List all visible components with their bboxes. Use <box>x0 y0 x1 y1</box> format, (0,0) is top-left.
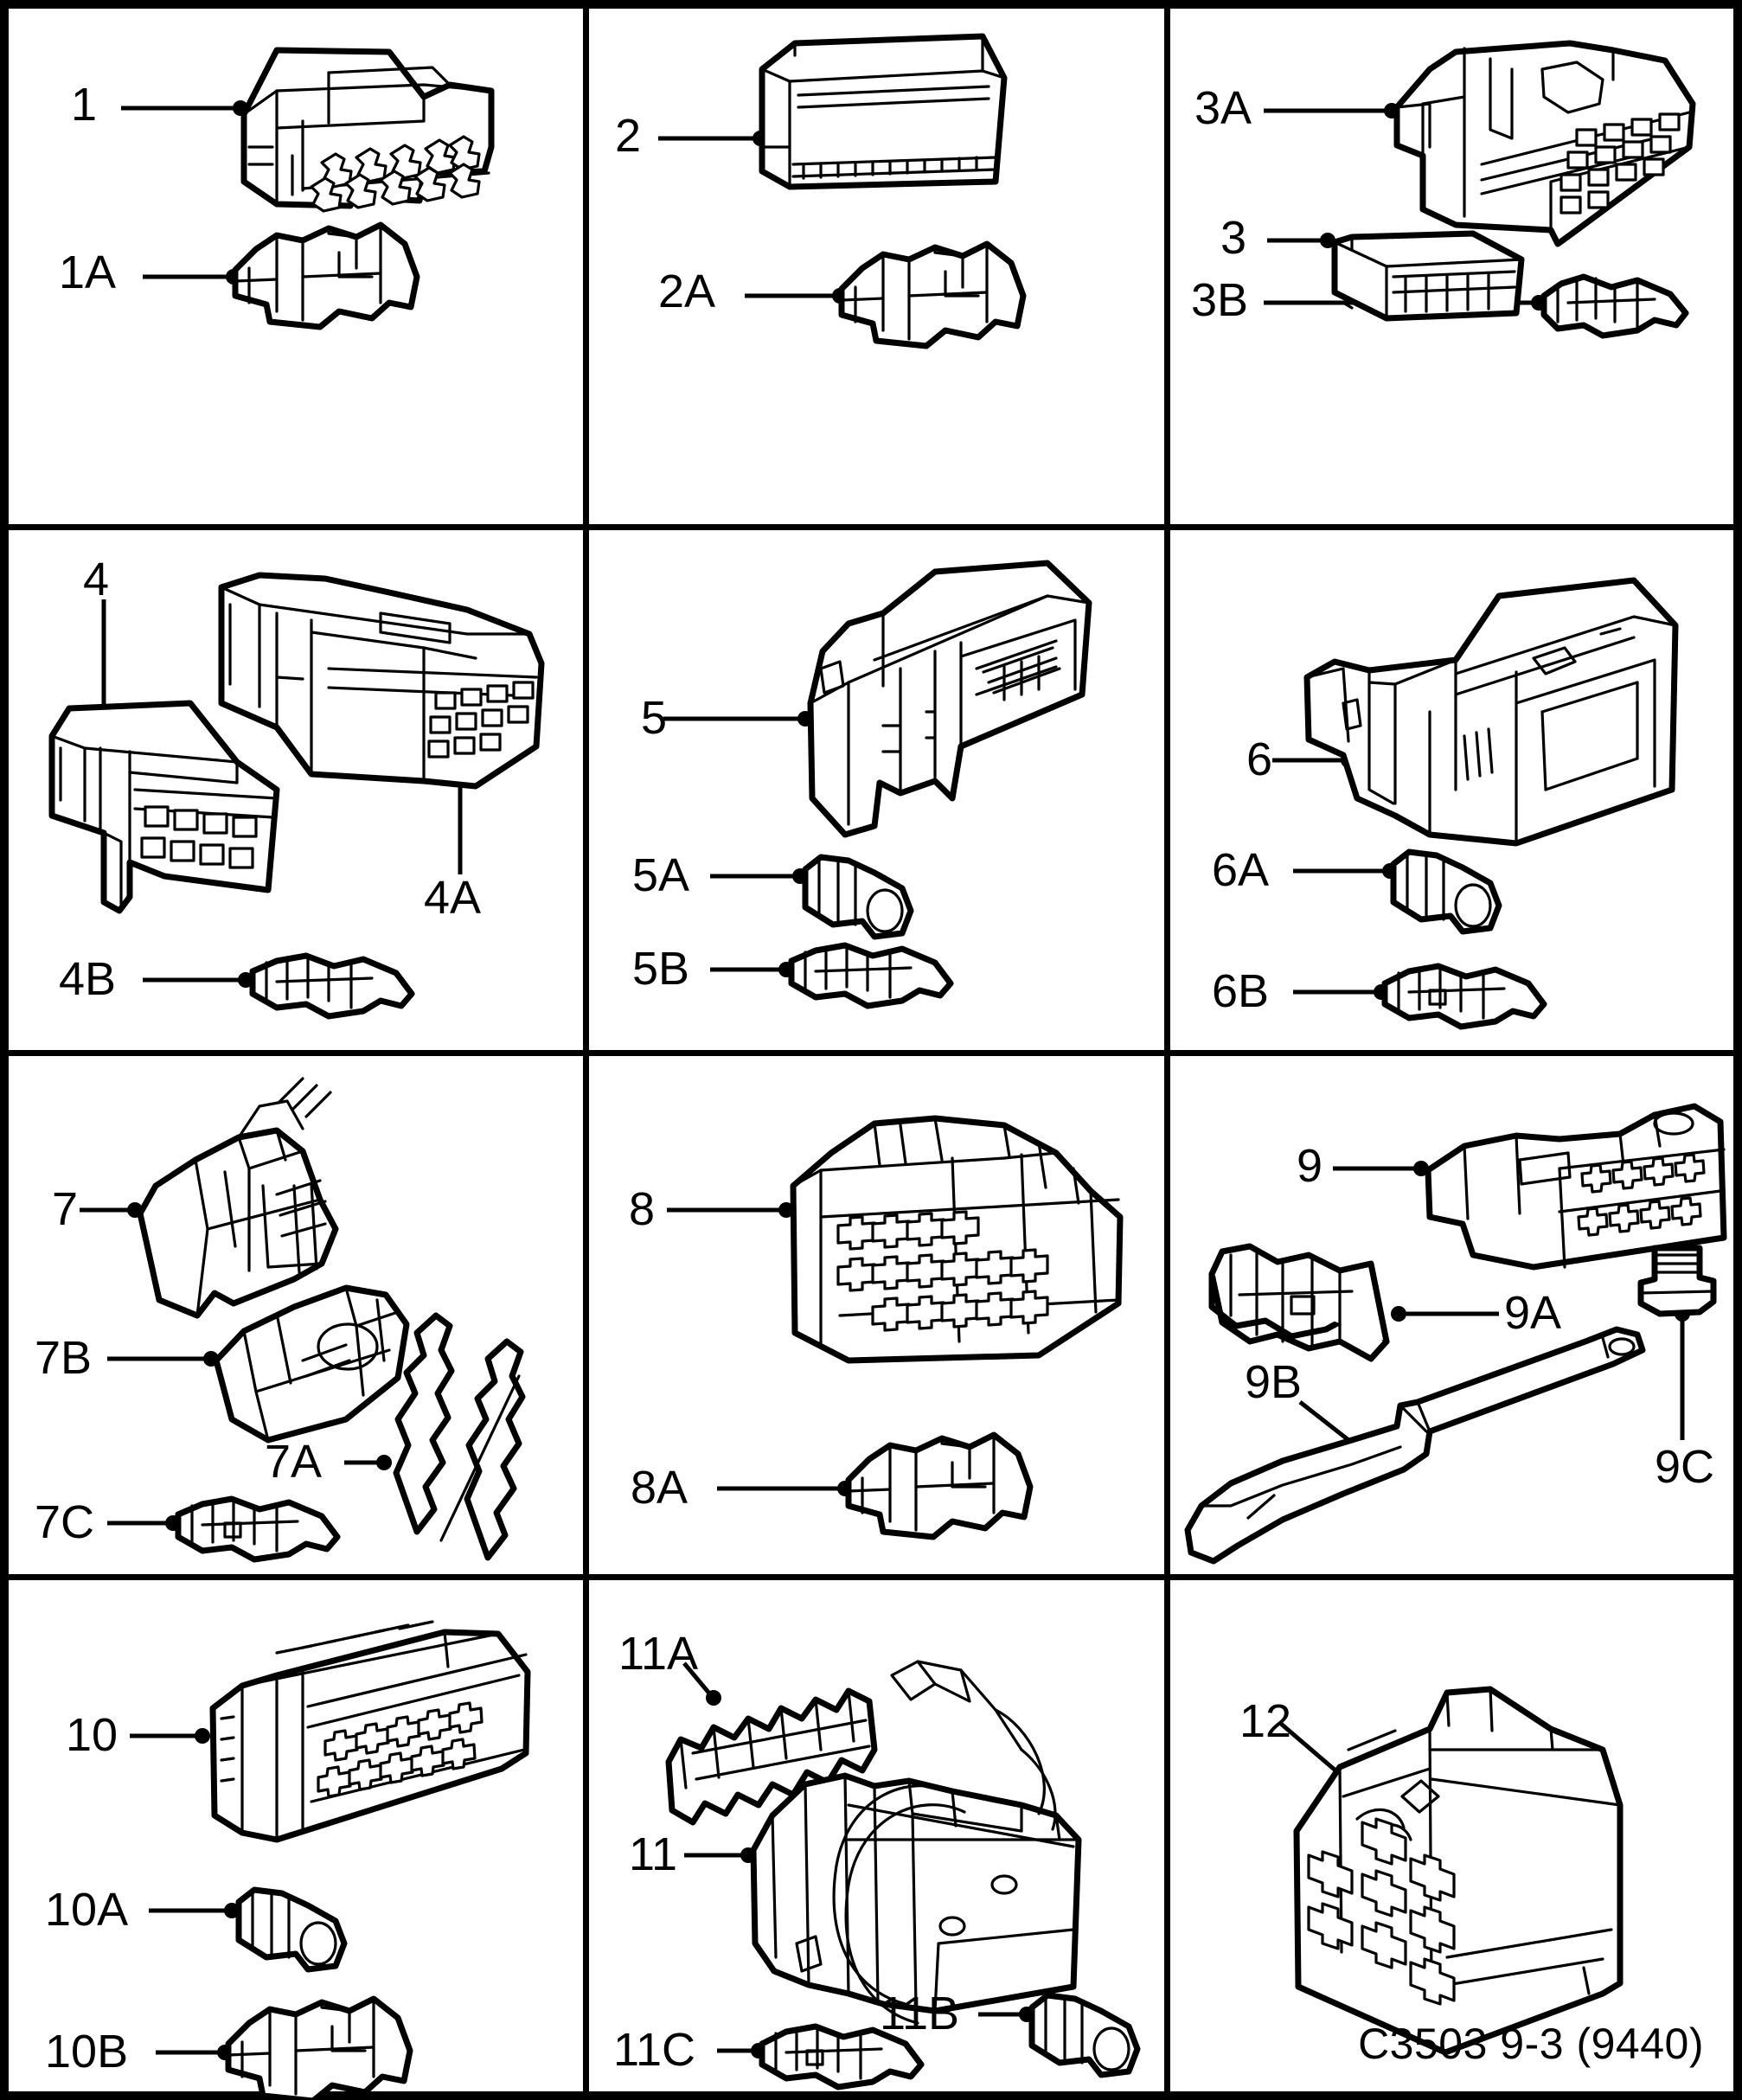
cell-6: 6 6A 6B <box>1170 530 1742 1050</box>
label-9c: 9C <box>1655 1441 1715 1493</box>
label-9a: 9A <box>1504 1287 1562 1339</box>
label-10a: 10A <box>45 1884 129 1936</box>
cell-3: 3A 3 3B <box>1170 17 1742 524</box>
label-5b: 5B <box>632 943 690 995</box>
label-4a: 4A <box>424 872 482 924</box>
label-7a: 7A <box>265 1436 323 1488</box>
label-9b: 9B <box>1245 1356 1303 1408</box>
label-2a: 2A <box>658 266 716 317</box>
label-1a: 1A <box>59 246 117 298</box>
label-6: 6 <box>1246 733 1273 785</box>
label-7c: 7C <box>35 1496 95 1548</box>
cell-4: 4 4A 4B <box>17 530 583 1050</box>
label-11b: 11B <box>880 1988 960 2039</box>
grid-hline-1 <box>9 524 1733 530</box>
label-5: 5 <box>641 692 668 744</box>
label-8: 8 <box>629 1183 656 1235</box>
label-6b: 6B <box>1212 965 1270 1017</box>
label-2: 2 <box>615 110 642 162</box>
grid-hline-3 <box>9 1574 1733 1580</box>
label-11a: 11A <box>618 1628 699 1680</box>
label-10: 10 <box>66 1709 118 1761</box>
cell-5: 5 5A 5B <box>589 530 1158 1050</box>
cell-12: 12 <box>1170 1580 1742 2100</box>
cell-8: 8 8A <box>589 1056 1158 1574</box>
label-3: 3 <box>1220 212 1247 264</box>
label-4b: 4B <box>59 953 117 1005</box>
cell-7: 7 7B 7A 7C <box>17 1056 583 1574</box>
label-3b: 3B <box>1191 274 1249 326</box>
grid-hline-2 <box>9 1050 1733 1056</box>
label-8a: 8A <box>631 1462 688 1514</box>
grid-dividers <box>9 9 1733 2091</box>
sheet-caption: C3503 9-3 (9440) <box>1358 2020 1704 2068</box>
label-11: 11 <box>629 1828 678 1880</box>
cell-2: 2 2A <box>589 17 1158 524</box>
label-4: 4 <box>83 554 110 605</box>
cell-11: 11A 11 11B 11C <box>589 1580 1158 2100</box>
label-7b: 7B <box>35 1332 93 1384</box>
label-10b: 10B <box>45 2026 129 2078</box>
label-12: 12 <box>1239 1695 1292 1747</box>
cell-10: 10 10A 10B <box>17 1580 583 2100</box>
cell-1: 1 1A <box>17 17 583 524</box>
cell-9: 9 9A 9B 9C <box>1170 1056 1742 1574</box>
label-7: 7 <box>52 1183 79 1235</box>
label-5a: 5A <box>632 849 690 901</box>
label-9: 9 <box>1297 1140 1323 1192</box>
label-1: 1 <box>71 79 98 131</box>
label-11c: 11C <box>613 2024 696 2076</box>
label-6a: 6A <box>1212 844 1270 896</box>
label-3a: 3A <box>1194 82 1252 134</box>
